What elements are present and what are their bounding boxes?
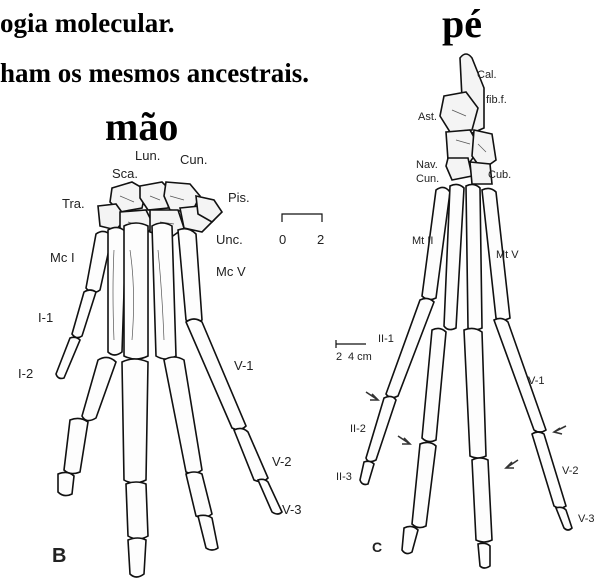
label-ii2: II-2 bbox=[350, 423, 366, 435]
arrow-3 bbox=[506, 460, 518, 468]
label-pis: Pis. bbox=[228, 190, 250, 205]
label-mt2: Mt II bbox=[412, 235, 433, 247]
label-v1-foot: V-1 bbox=[528, 375, 545, 387]
label-sca: Sca. bbox=[112, 166, 138, 181]
label-ast: Ast. bbox=[418, 111, 437, 123]
foot-digit-5 bbox=[494, 318, 572, 530]
label-cun-foot: Cun. bbox=[416, 173, 439, 185]
hand-digit-3 bbox=[122, 359, 148, 577]
label-v3: V-3 bbox=[282, 502, 302, 517]
hand-digit-2 bbox=[58, 357, 116, 495]
label-unc: Unc. bbox=[216, 232, 243, 247]
arrow-2 bbox=[398, 436, 410, 444]
label-lun: Lun. bbox=[135, 148, 160, 163]
foot-digit-4 bbox=[464, 328, 492, 568]
label-cun: Cun. bbox=[180, 152, 207, 167]
hand-scale-zero: 0 bbox=[279, 232, 286, 247]
label-mc1: Mc I bbox=[50, 250, 75, 265]
label-nav: Nav. bbox=[416, 159, 438, 171]
label-mc5: Mc V bbox=[216, 264, 246, 279]
foot-skeleton bbox=[336, 54, 572, 568]
arrow-4 bbox=[554, 426, 566, 434]
hand-digit-4 bbox=[164, 357, 218, 550]
label-v1: V-1 bbox=[234, 358, 254, 373]
label-v3-foot: V-3 bbox=[578, 513, 595, 525]
label-i2: I-2 bbox=[18, 366, 33, 381]
foot-scale-two: 2 bbox=[336, 351, 342, 363]
hand-scale-two: 2 bbox=[317, 232, 324, 247]
label-ii1: II-1 bbox=[378, 333, 394, 345]
hand-digit-1 bbox=[56, 290, 96, 379]
foot-panel-letter: C bbox=[372, 539, 382, 555]
label-i1: I-1 bbox=[38, 310, 53, 325]
label-cub: Cub. bbox=[488, 169, 511, 181]
label-v2-foot: V-2 bbox=[562, 465, 579, 477]
label-tra: Tra. bbox=[62, 196, 85, 211]
foot-scale-cm: 4 cm bbox=[348, 351, 372, 363]
label-mt5: Mt V bbox=[496, 249, 519, 261]
arrow-1 bbox=[366, 392, 378, 400]
foot-scale-bar bbox=[336, 340, 366, 348]
hand-metacarpals bbox=[86, 223, 202, 359]
hand-panel-letter: B bbox=[52, 545, 66, 567]
label-cal: Cal. bbox=[477, 69, 497, 81]
label-ii3: II-3 bbox=[336, 471, 352, 483]
label-v2: V-2 bbox=[272, 454, 292, 469]
label-fibf: fib.f. bbox=[486, 94, 507, 106]
hand-scale-bar bbox=[282, 214, 322, 222]
